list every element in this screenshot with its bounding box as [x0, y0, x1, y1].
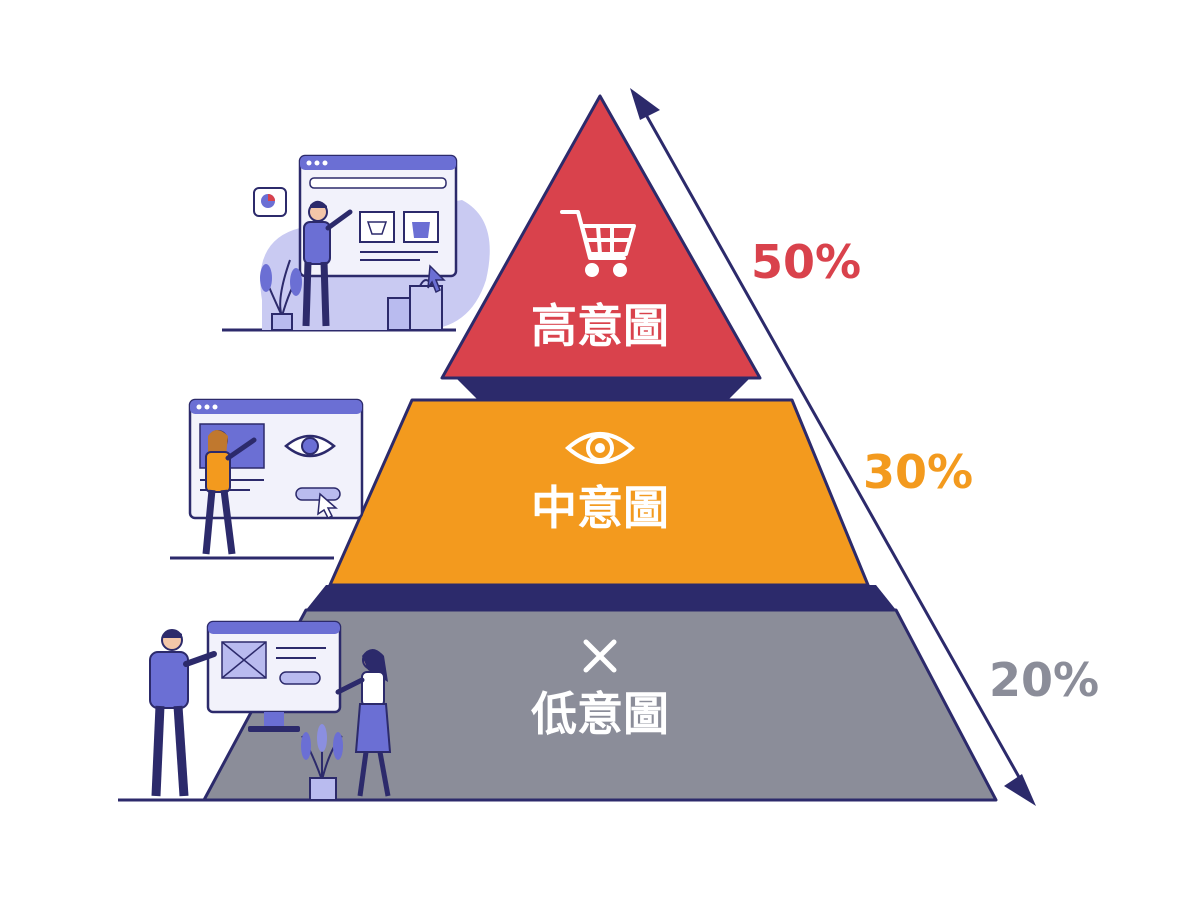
tier-high: [440, 94, 762, 380]
tier-low-label: 低意圖: [531, 687, 669, 741]
tier-low-percent: 20%: [989, 653, 1099, 707]
shopping-cart-icon: [560, 210, 636, 277]
tier-mid-label: 中意圖: [531, 481, 669, 535]
arrow-head-down-icon: [1004, 774, 1036, 806]
shopping-bag-icon: [387, 297, 413, 331]
pyramid: [202, 94, 998, 802]
illustration-shopping: [222, 154, 490, 332]
tier-high-label: 高意圖: [531, 299, 669, 353]
tier-low: [202, 608, 998, 802]
tier-mid: [328, 398, 870, 587]
tier-gap-bottom: [306, 585, 896, 610]
illustration-browsing: [170, 398, 364, 560]
double-arrow: [630, 88, 1036, 806]
tier-mid-percent: 30%: [863, 445, 973, 499]
tier-gap-top: [456, 378, 750, 400]
close-x-icon: [583, 639, 617, 673]
tier-high-percent: 50%: [751, 235, 861, 289]
illustration-presentation: [118, 620, 400, 802]
eye-icon: [564, 432, 636, 464]
arrow-head-up-icon: [630, 88, 660, 120]
